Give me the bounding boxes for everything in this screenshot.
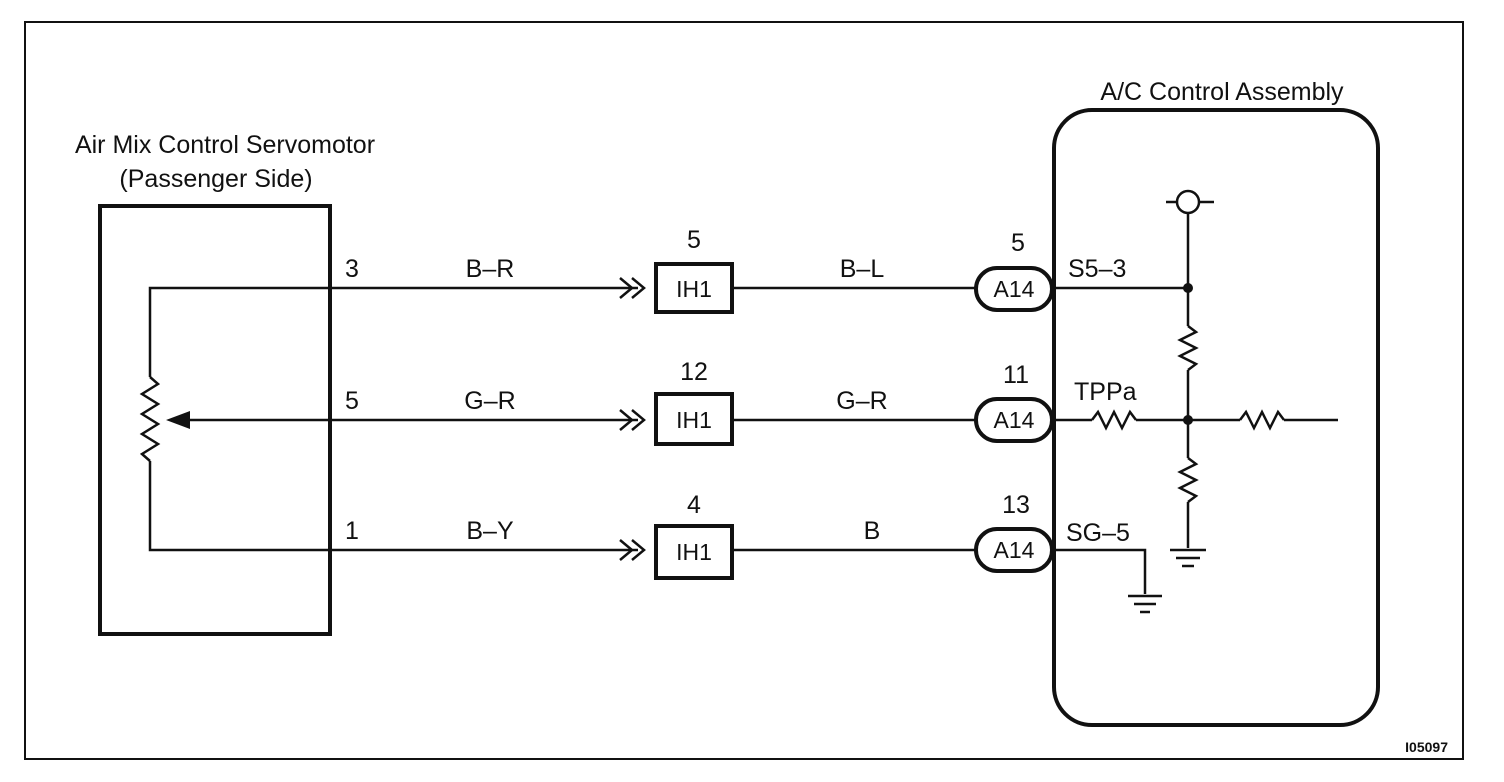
ground-symbol-icon <box>1128 594 1162 614</box>
ih1-pin-4: 4 <box>687 491 701 519</box>
divider-resistor-top-icon <box>1177 325 1199 371</box>
control-assembly-box <box>1052 108 1380 727</box>
servomotor-title-line2: (Passenger Side) <box>119 165 312 193</box>
junction-dot <box>1183 283 1193 293</box>
pullup-resistor-icon <box>1239 409 1285 431</box>
tppa-resistor-icon <box>1091 409 1137 431</box>
servomotor-title-line1: Air Mix Control Servomotor <box>75 131 375 159</box>
a14-pin-5: 5 <box>1011 229 1025 257</box>
a14-label-row1: A14 <box>994 276 1035 302</box>
male-connector-icon <box>619 539 634 561</box>
male-connector-icon <box>631 539 646 561</box>
wire-color-b-y: B–Y <box>466 517 514 545</box>
ih1-label-row1: IH1 <box>676 276 712 302</box>
divider-resistor-bottom-icon <box>1177 457 1199 503</box>
ih1-pin-5: 5 <box>687 226 701 254</box>
male-connector-icon <box>619 277 634 299</box>
voltage-source-icon <box>1166 189 1214 215</box>
wiper-arrow-icon <box>166 411 190 429</box>
male-connector-icon <box>619 409 634 431</box>
terminal-s5-3: S5–3 <box>1068 255 1126 283</box>
wire-color-b-r: B–R <box>466 255 515 283</box>
motor-pin-3: 3 <box>345 255 359 283</box>
a14-pin-13: 13 <box>1002 491 1030 519</box>
control-assembly-title: A/C Control Assembly <box>1100 78 1344 106</box>
ih1-pin-12: 12 <box>680 358 708 386</box>
ih1-connector-row3 <box>654 524 734 580</box>
terminal-sg-5: SG–5 <box>1066 519 1130 547</box>
potentiometer-wire-bottom <box>148 461 330 552</box>
figure-code: I05097 <box>1405 739 1448 755</box>
wire-color-b-l: B–L <box>840 255 885 283</box>
male-connector-icon <box>631 277 646 299</box>
ih1-label-row3: IH1 <box>676 539 712 565</box>
motor-pin-1: 1 <box>345 517 359 545</box>
motor-pin-5: 5 <box>345 387 359 415</box>
potentiometer-resistor-icon <box>139 376 161 462</box>
ground-symbol-icon <box>1170 548 1206 568</box>
wire-color-g-r-left: G–R <box>464 387 515 415</box>
ih1-label-row2: IH1 <box>676 407 712 433</box>
wire-color-b: B <box>864 517 881 545</box>
a14-label-row3: A14 <box>994 537 1035 563</box>
a14-pin-11: 11 <box>1003 361 1029 389</box>
male-connector-icon <box>631 409 646 431</box>
terminal-tppa: TPPa <box>1074 378 1137 406</box>
a14-label-row2: A14 <box>994 407 1035 433</box>
outer-frame <box>24 21 1464 760</box>
potentiometer-wire <box>148 286 330 377</box>
wire-row3-internal <box>1052 548 1147 594</box>
wire-color-g-r-right: G–R <box>836 387 887 415</box>
